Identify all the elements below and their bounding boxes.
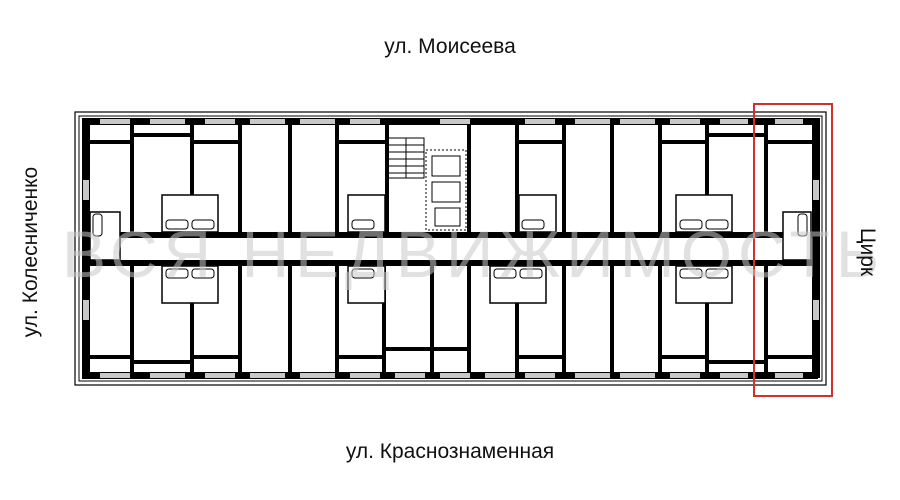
partitions-bottom <box>90 266 812 372</box>
stair-core <box>387 137 467 231</box>
partitions-top <box>90 125 812 232</box>
building-outline <box>74 111 827 386</box>
street-label-left: ул. Колесниченко <box>19 166 42 338</box>
street-label-top: ул. Моисеева <box>384 35 516 58</box>
bathtubs <box>92 213 808 279</box>
windows <box>83 119 819 378</box>
selected-apartment-highlight[interactable] <box>753 103 833 397</box>
street-label-bottom: ул. Краснознаменная <box>345 440 555 463</box>
bathrooms <box>89 194 812 304</box>
corridor-walls <box>90 232 812 266</box>
building <box>74 111 827 386</box>
street-label-right: Цирк <box>856 227 879 277</box>
